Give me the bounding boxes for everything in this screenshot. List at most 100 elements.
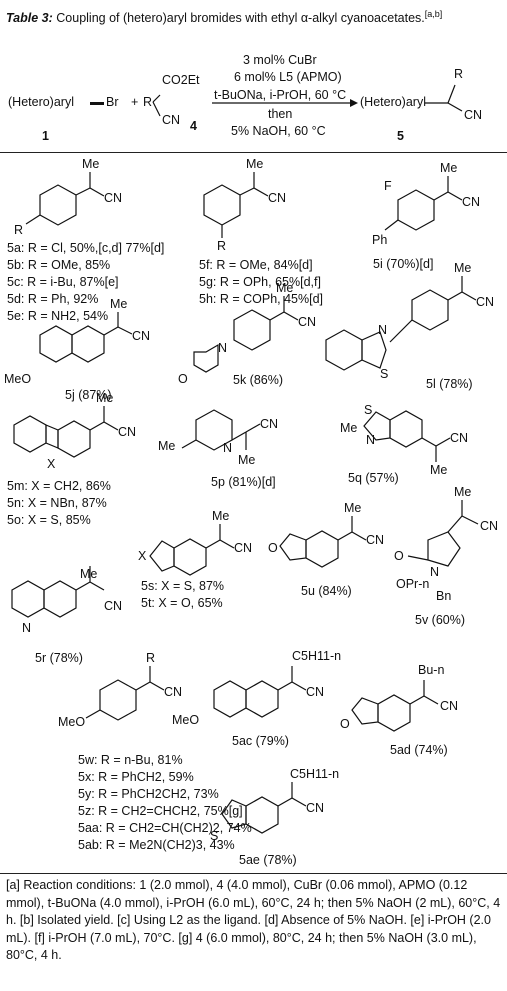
entry-5d: 5d: R = Ph, 92% [7,292,99,306]
structure-5a-e [25,172,105,226]
atom-n: N [366,433,376,447]
entry-5a: 5a: R = Cl, 50%,[c,d] 77%[d] [7,241,165,255]
condition-2: 6 mol% L5 (APMO) [234,70,342,84]
scheme-num5: 5 [397,129,404,143]
table-title: Table 3: Coupling of (hetero)aryl bromid… [6,6,501,27]
entry-5s: 5s: X = S, 87% [141,579,225,593]
atom-meo: MeO [58,715,86,729]
scheme-r: R [143,95,153,109]
table-number: Table 3: [6,11,53,26]
atom-n: N [430,565,440,579]
entry-5n: 5n: X = NBn, 87% [7,496,107,510]
structure-5w-ab [85,666,165,721]
structure-5q [363,410,451,462]
condition-4: then [268,107,293,121]
atom-me: Me [454,485,472,499]
table-bottom-rule [0,873,507,874]
atom-me: Me [454,261,472,275]
atom-me: Me [82,157,100,171]
table-footnote: [a] Reaction conditions: 1 (2.0 mmol), 4… [6,878,501,962]
structure-5ae [221,782,307,834]
atom-me: Me [212,509,230,523]
entry-5ab: 5ab: R = Me2N(CH2)3, 43% [78,838,235,852]
atom-cn: CN [306,801,325,815]
atom-x: X [138,549,147,563]
atom-n: N [22,621,32,635]
atom-n: N [218,341,228,355]
atom-f: F [384,179,392,193]
scheme-br: Br [106,95,119,109]
structure-5ac [213,666,307,718]
entry-5g: 5g: R = OPh, 65%[d,f] [199,275,321,289]
structure-5r [11,566,105,618]
entry-5ac: 5ac (79%) [232,734,289,748]
atom-r: R [217,239,227,253]
atom-cn: CN [450,431,469,445]
atom-x: X [47,457,56,471]
entry-5y: 5y: R = PhCH2CH2, 73% [78,787,219,801]
entry-5z: 5z: R = CH2=CHCH2, 75%[g] [78,804,243,818]
condition-1: 3 mol% CuBr [243,53,317,67]
entry-5ad: 5ad (74%) [390,743,448,757]
entry-5b: 5b: R = OMe, 85% [7,258,111,272]
atom-o: O [268,541,278,555]
structure-5j [39,312,133,363]
scheme-co2et: CO2Et [162,73,200,87]
atom-cn: CN [298,315,317,329]
entry-5aa: 5aa: R = CH2=CH(CH2)2, 74% [78,821,252,835]
entry-5k: 5k (86%) [233,373,284,387]
atom-me: Me [110,297,128,311]
atom-me: Me [344,501,362,515]
condition-3: t-BuONa, i-PrOH, 60 °C [214,88,347,102]
atom-r: R [146,651,156,665]
caption-footnote-ref: [a,b] [424,9,443,19]
atom-cn: CN [234,541,253,555]
atom-cn: CN [440,699,459,713]
scheme-num1: 1 [42,129,49,143]
entry-5j: 5j (87%) [65,388,112,402]
atom-bn: Bn [436,589,452,603]
atom-me: Me [430,463,448,477]
atom-o: O [394,549,404,563]
atom-n: N [223,441,233,455]
atom-meo: MeO [172,713,200,727]
atom-s: S [210,829,219,843]
atom-cn: CN [164,685,183,699]
scheme-product-r: R [454,67,464,81]
atom-me: Me [158,439,176,453]
atom-cn: CN [132,329,151,343]
entry-5f: 5f: R = OMe, 84%[d] [199,258,313,272]
structure-5v [407,500,479,567]
atom-o: O [178,372,188,386]
structure-5i [384,176,463,231]
entry-5i: 5i (70%)[d] [373,257,434,271]
entry-5ae: 5ae (78%) [239,853,297,867]
entry-5o: 5o: X = S, 85% [7,513,91,527]
atom-me: Me [340,421,358,435]
scheme-cn: CN [162,113,181,127]
atom-bun: Bu-n [418,663,445,677]
atom-o: O [340,717,350,731]
scheme-product: (Hetero)aryl [360,95,426,109]
atom-cn: CN [306,685,325,699]
structure-5m-o [13,406,119,458]
entry-5v: 5v (60%) [415,613,466,627]
atom-cn: CN [462,195,481,209]
entry-5m: 5m: X = CH2, 86% [7,479,111,493]
condition-5: 5% NaOH, 60 °C [231,124,326,138]
structure-5f-h [203,172,269,238]
table-top-rule [0,152,507,153]
structure-5u [279,516,367,568]
atom-me: Me [96,391,114,405]
scheme-bond [90,102,104,105]
atom-cn: CN [480,519,499,533]
entry-5q: 5q (57%) [348,471,399,485]
atom-s: S [380,367,389,381]
atom-cn: CN [104,599,123,613]
scheme-product-cn: CN [464,108,483,122]
entry-5u: 5u (84%) [301,584,352,598]
atom-cn: CN [476,295,495,309]
entry-5l: 5l (78%) [426,377,473,391]
structure-5k [193,296,299,373]
scheme-plus: + [131,95,139,109]
